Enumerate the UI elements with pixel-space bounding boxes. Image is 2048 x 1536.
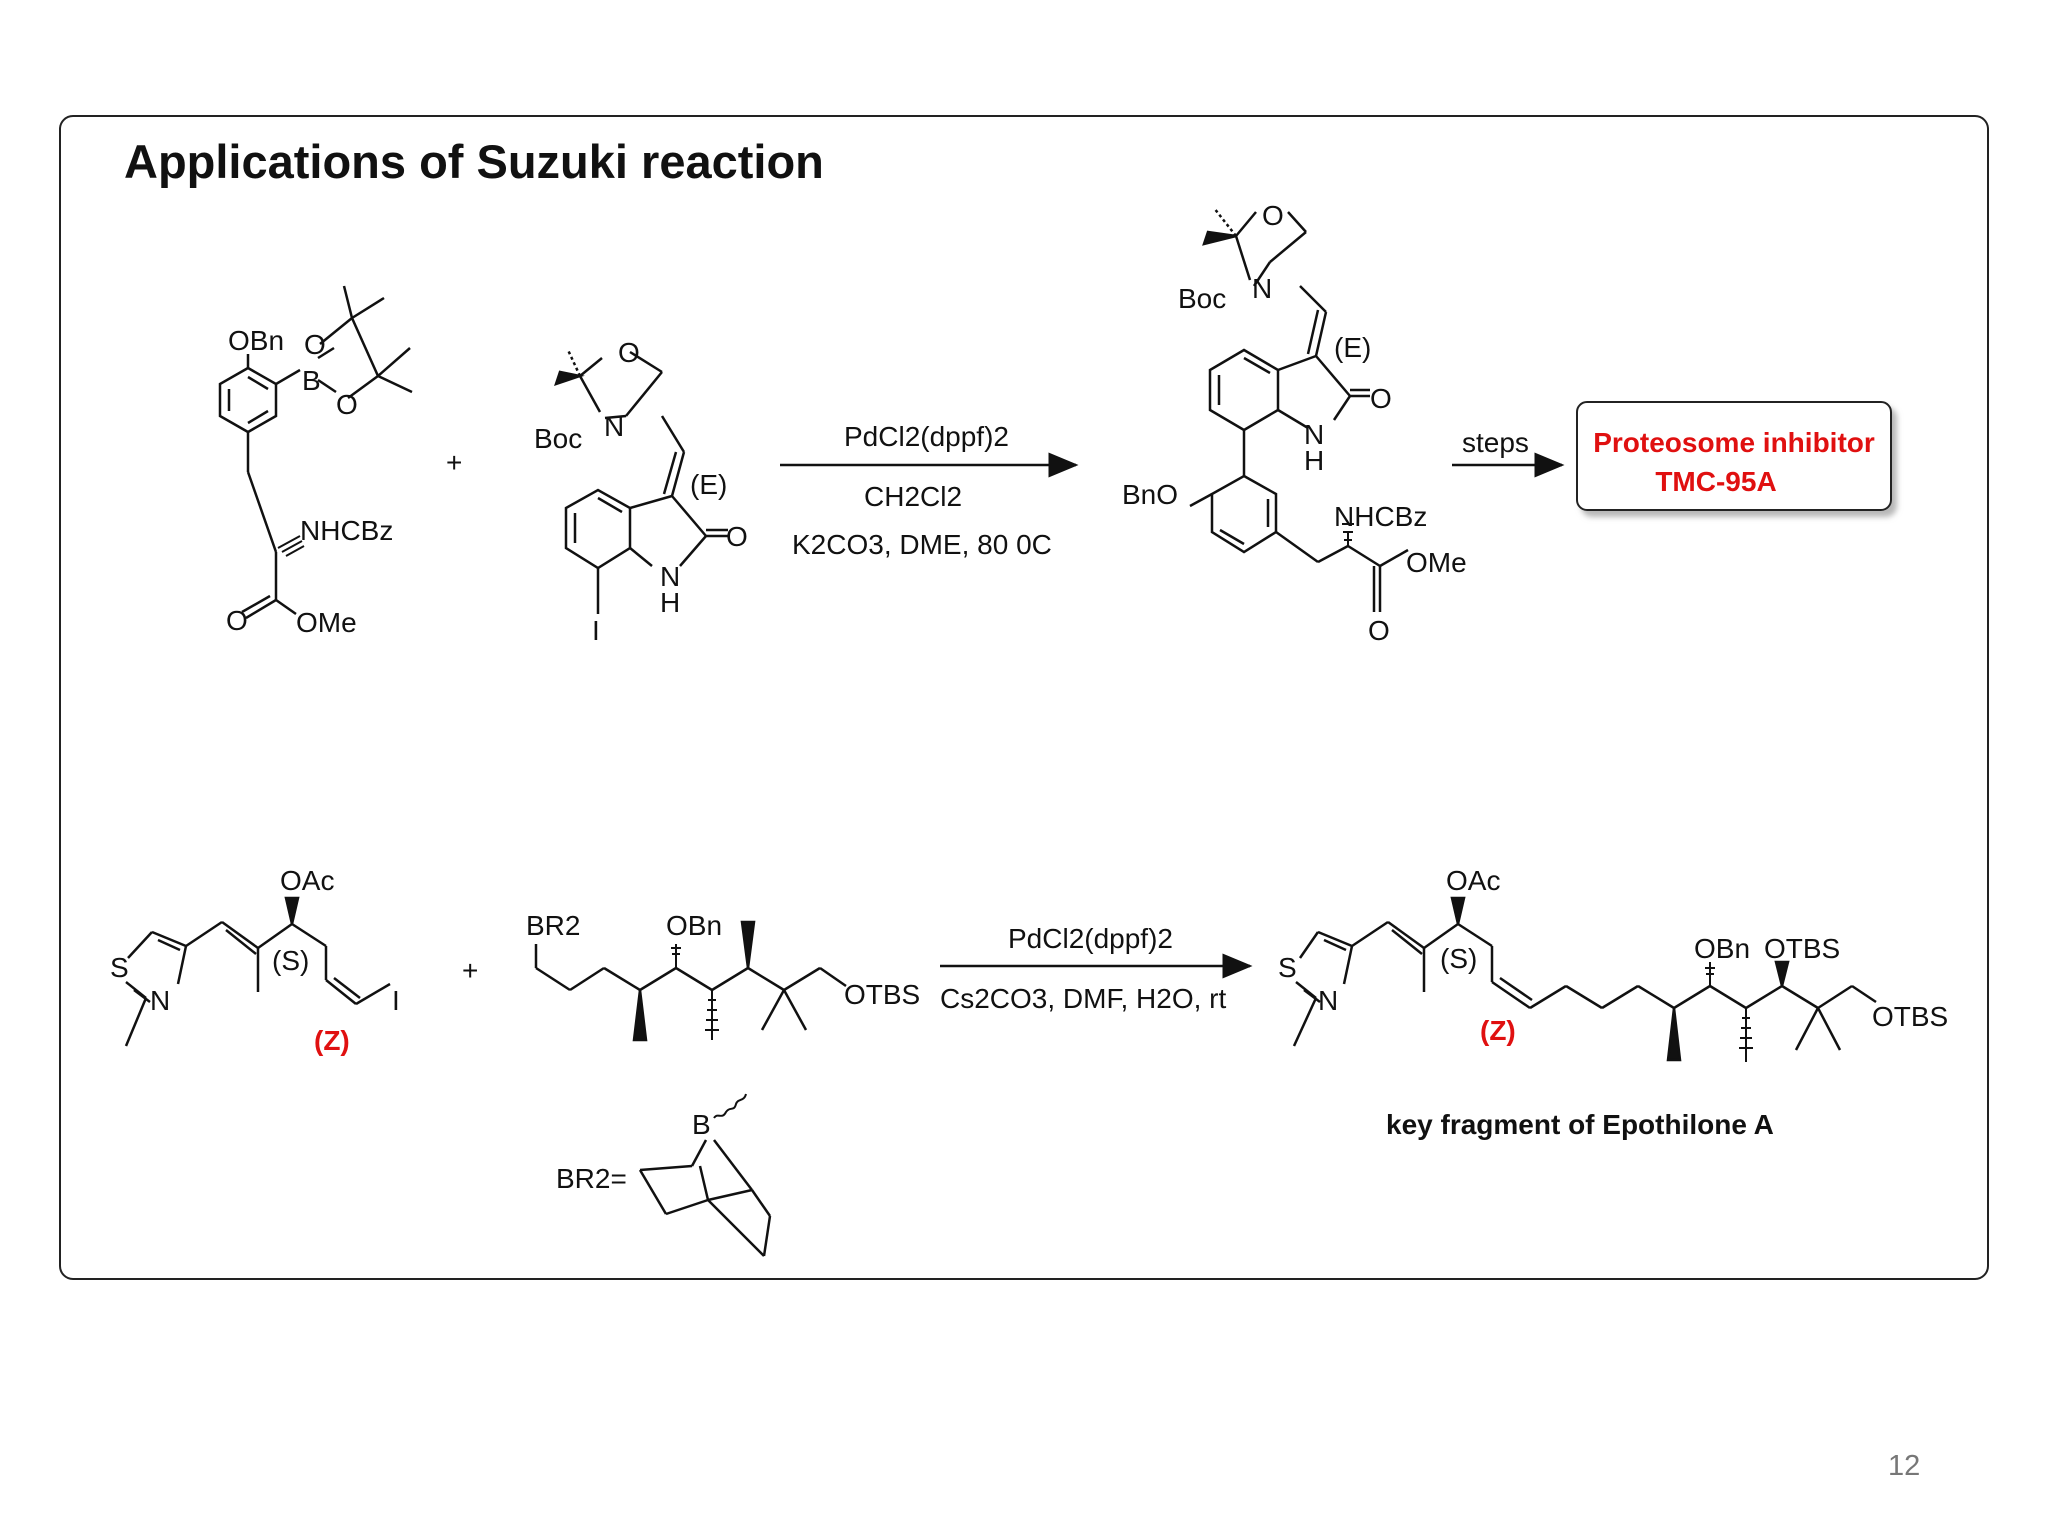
label-n: N (1304, 419, 1324, 450)
label-o: O (726, 521, 748, 552)
target-box (1576, 401, 1892, 511)
plus-sign: + (462, 955, 478, 986)
label-z-config: (Z) (314, 1025, 350, 1056)
label-ome: OMe (1406, 547, 1467, 578)
scheme2-reactant2 (534, 920, 847, 1042)
product-caption: key fragment of Epothilone A (1386, 1109, 1774, 1140)
label-obn: OBn (666, 910, 722, 941)
label-n: N (660, 561, 680, 592)
scheme1-reactant1 (218, 285, 413, 620)
label-oac: OAc (280, 865, 334, 896)
label-o: O (1370, 383, 1392, 414)
scheme2-reactant2-labels: BR2 OBn OTBS (526, 910, 920, 1010)
steps-label: steps (1462, 427, 1529, 458)
label-nhcbz: NHCBz (1334, 501, 1427, 532)
label-o: O (304, 329, 326, 360)
label-ome: OMe (296, 607, 357, 638)
condition-base: K2CO3, DME, 80 0C (792, 529, 1052, 560)
label-br2-eq: BR2= (556, 1163, 627, 1194)
scheme2-product (1292, 896, 1877, 1062)
scheme2-reactant1-labels: OAc S N (S) (Z) I (110, 865, 400, 1056)
scheme1-product (1189, 207, 1409, 612)
label-n: N (1318, 985, 1338, 1016)
condition-solvent: CH2Cl2 (864, 481, 962, 512)
scheme1-product-labels: O Boc N (E) O N H BnO NHCBz OMe O (1122, 200, 1467, 646)
label-obn: OBn (1694, 933, 1750, 964)
label-nhcbz: NHCBz (300, 515, 393, 546)
br2-definition-labels: BR2= B (556, 1109, 711, 1194)
label-i: I (392, 985, 400, 1016)
br2-definition (638, 1093, 772, 1257)
label-b: B (692, 1109, 711, 1140)
label-otbs-1: OTBS (1764, 933, 1840, 964)
label-o: O (336, 389, 358, 420)
target-line1: Proteosome inhibitor (1593, 427, 1875, 458)
label-oac: OAc (1446, 865, 1500, 896)
label-o: O (1262, 200, 1284, 231)
label-boc: Boc (1178, 283, 1226, 314)
scheme1-reactant2 (554, 349, 728, 614)
label-h: H (1304, 445, 1324, 476)
condition-reagent: PdCl2(dppf)2 (1008, 923, 1173, 954)
slide-title: Applications of Suzuki reaction (124, 135, 824, 188)
label-o: O (618, 337, 640, 368)
label-o: O (226, 605, 248, 636)
label-i: I (592, 615, 600, 646)
label-s: S (110, 952, 129, 983)
label-e: (E) (1334, 332, 1371, 363)
scheme1-reactant1-labels: OBn O B O NHCBz O OMe (226, 325, 393, 638)
label-bno: BnO (1122, 479, 1178, 510)
label-otbs: OTBS (844, 979, 920, 1010)
label-obn: OBn (228, 325, 284, 356)
label-br2: BR2 (526, 910, 580, 941)
plus-sign: + (446, 447, 462, 478)
label-n: N (604, 411, 624, 442)
label-boc: Boc (534, 423, 582, 454)
label-s: S (1278, 952, 1297, 983)
label-n: N (1252, 273, 1272, 304)
label-s-config: (S) (1440, 943, 1477, 974)
label-e: (E) (690, 469, 727, 500)
condition-reagent: PdCl2(dppf)2 (844, 421, 1009, 452)
label-s-config: (S) (272, 945, 309, 976)
label-n: N (150, 985, 170, 1016)
page-number: 12 (1888, 1450, 1921, 1482)
scheme2-reactant1 (124, 896, 391, 1047)
label-b: B (302, 365, 321, 396)
scheme1-reactant2-labels: O Boc N (E) O N H I (534, 337, 748, 646)
label-otbs-2: OTBS (1872, 1001, 1948, 1032)
scheme2-product-labels: OAc S N (S) (Z) OBn OTBS OTBS (1278, 865, 1948, 1046)
label-z-config: (Z) (1480, 1015, 1516, 1046)
target-line2: TMC-95A (1655, 466, 1776, 497)
condition-base: Cs2CO3, DMF, H2O, rt (940, 983, 1226, 1014)
slide-frame (59, 115, 1989, 1280)
label-o: O (1368, 615, 1390, 646)
label-h: H (660, 587, 680, 618)
